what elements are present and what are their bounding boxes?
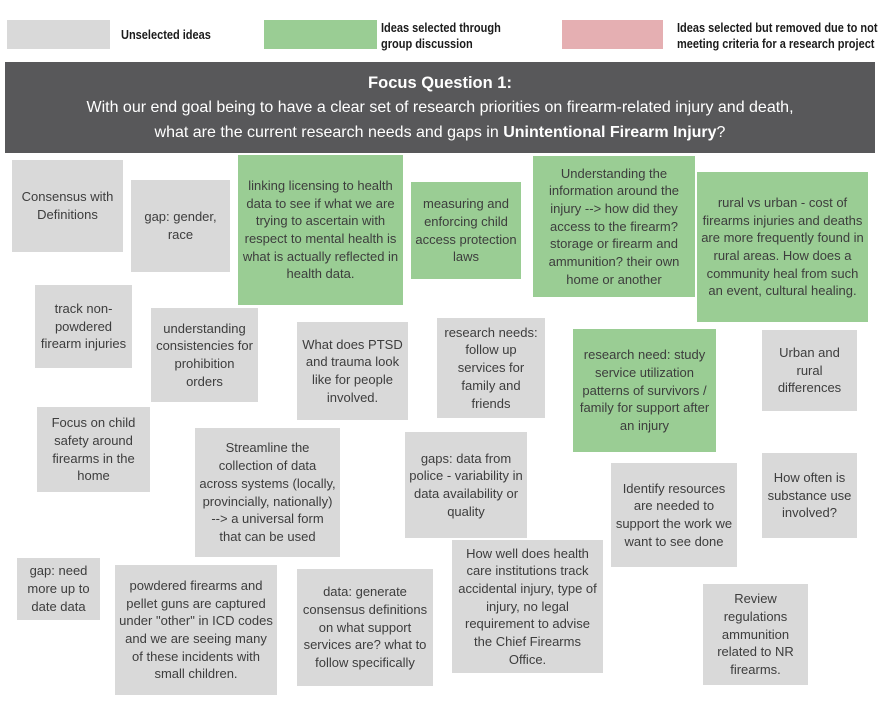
sticky-note-focus-on-child-safety[interactable]: Focus on child safety around firearms in…	[37, 407, 150, 492]
sticky-note-gap-gender-race[interactable]: gap: gender, race	[131, 180, 230, 272]
sticky-note-data-generate-consensus[interactable]: data: generate consensus definitions on …	[297, 569, 433, 686]
sticky-note-understanding-consistencies[interactable]: understanding consistencies for prohibit…	[151, 308, 258, 402]
selected-ideas-swatch	[264, 20, 377, 49]
sticky-note-what-does-ptsd[interactable]: What does PTSD and trauma look like for …	[297, 322, 408, 420]
banner-question-line1: With our end goal being to have a clear …	[86, 99, 794, 117]
sticky-note-gap-need-more-up-to-date[interactable]: gap: need more up to date data	[17, 558, 100, 620]
removed-ideas-swatch	[562, 20, 663, 49]
sticky-note-research-needs-follow-up[interactable]: research needs: follow up services for f…	[437, 318, 545, 418]
sticky-note-linking-licensing[interactable]: linking licensing to health data to see …	[238, 155, 403, 305]
selected-ideas-label: Ideas selected through group discussion	[381, 21, 501, 52]
sticky-note-identify-resources[interactable]: Identify resources are needed to support…	[611, 463, 737, 567]
sticky-note-gaps-data-from-police[interactable]: gaps: data from police - variability in …	[405, 432, 527, 538]
sticky-note-rural-vs-urban[interactable]: rural vs urban - cost of firearms injuri…	[697, 172, 868, 322]
sticky-note-powdered-firearms-pellet-guns[interactable]: powdered firearms and pellet guns are ca…	[115, 565, 277, 695]
sticky-note-urban-and-rural-differences[interactable]: Urban and rural differences	[762, 330, 857, 411]
sticky-note-measuring-enforcing[interactable]: measuring and enforcing child access pro…	[411, 182, 521, 279]
sticky-note-track-non-powdered[interactable]: track non-powdered firearm injuries	[35, 285, 132, 368]
sticky-note-streamline-collection[interactable]: Streamline the collection of data across…	[195, 428, 340, 557]
sticky-note-research-need-study-service[interactable]: research need: study service utilization…	[573, 329, 716, 452]
banner-question-line2: what are the current research needs and …	[154, 123, 726, 141]
banner-title: Focus Question 1:	[368, 73, 512, 92]
removed-ideas-label: Ideas selected but removed due to not me…	[677, 21, 878, 52]
sticky-note-consensus-definitions[interactable]: Consensus with Definitions	[12, 160, 123, 252]
sticky-note-understanding-information[interactable]: Understanding the information around the…	[533, 156, 695, 297]
sticky-note-review-regulations[interactable]: Review regulations ammunition related to…	[703, 584, 808, 685]
focus-question-banner: Focus Question 1: With our end goal bein…	[5, 62, 875, 153]
unselected-ideas-label: Unselected ideas	[121, 28, 211, 42]
sticky-note-how-often-substance[interactable]: How often is substance use involved?	[762, 453, 857, 538]
unselected-ideas-swatch	[7, 20, 110, 49]
sticky-note-how-well-health-care[interactable]: How well does health care institutions t…	[452, 540, 603, 673]
